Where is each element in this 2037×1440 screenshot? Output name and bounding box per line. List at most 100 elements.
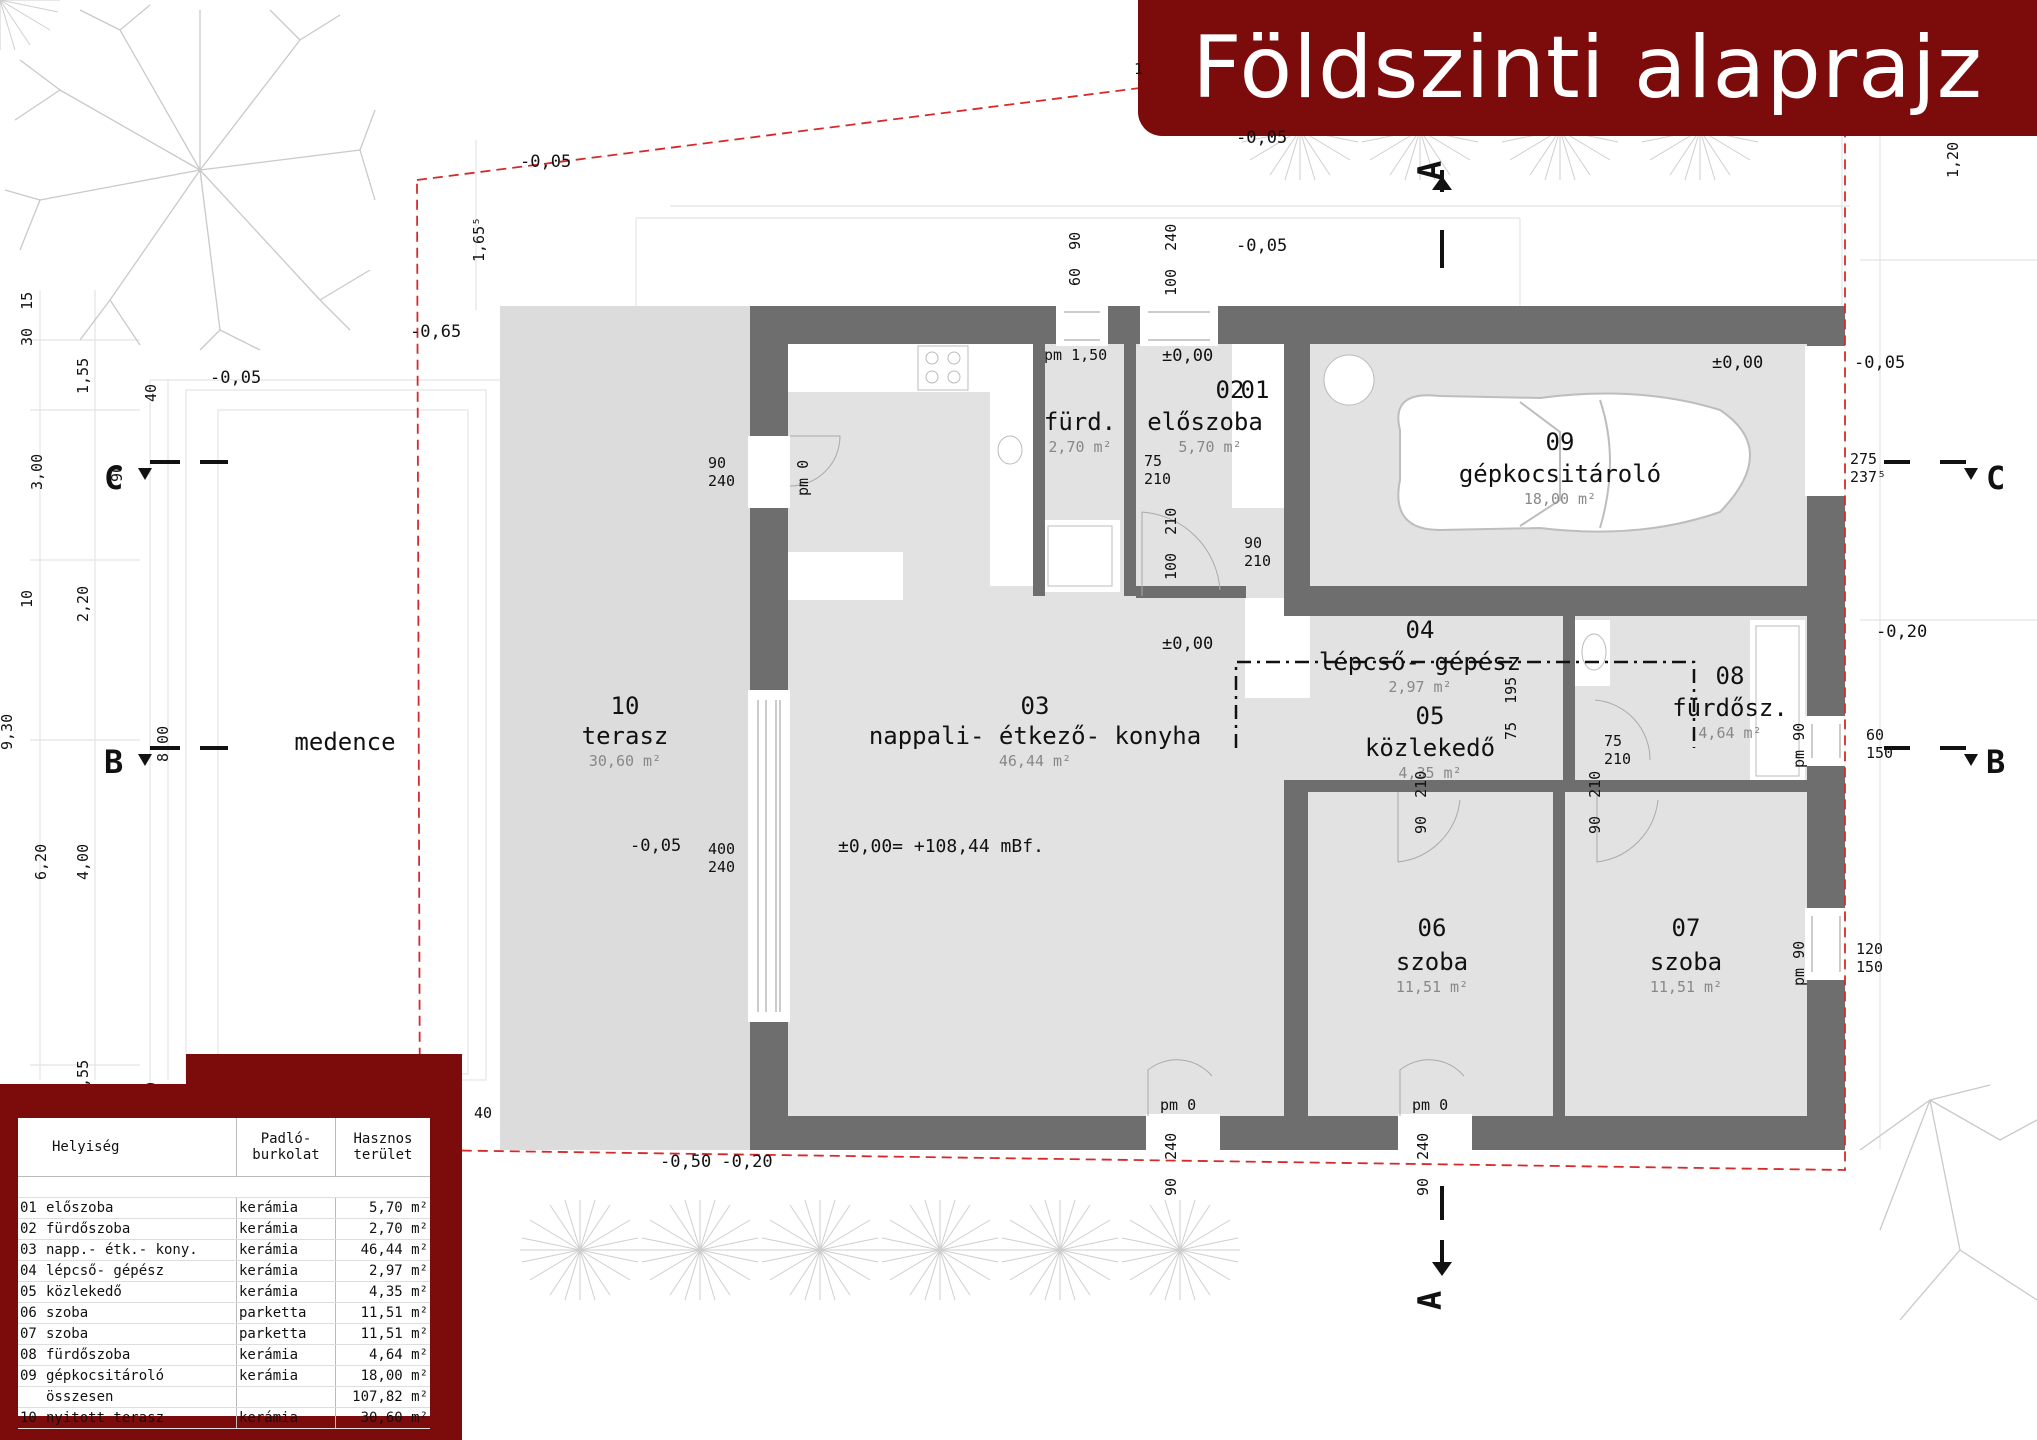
- dimension: 10: [18, 589, 36, 608]
- table-cell: előszoba: [44, 1197, 237, 1219]
- tree-illustration: [4, 4, 2037, 1321]
- level-mark: -0,65: [410, 322, 462, 342]
- table-cell: közlekedő: [44, 1281, 237, 1303]
- table-cell: összesen: [44, 1386, 237, 1408]
- appliance-sketch: [917, 345, 1800, 777]
- table-cell: 08: [18, 1344, 44, 1366]
- dimension: 1: [1134, 60, 1144, 78]
- room-06-number: 06: [1417, 914, 1447, 942]
- dimension: 1,20: [1944, 141, 1962, 178]
- section-label-b: B: [104, 743, 124, 781]
- level-mark: -0,05: [210, 368, 262, 388]
- table-cell: 46,44 m²: [335, 1239, 430, 1261]
- table-cell: kerámia: [236, 1407, 336, 1429]
- opening-dim: 60 90: [1066, 231, 1084, 286]
- level-mark: -0,05: [1236, 236, 1288, 256]
- table-cell: kerámia: [236, 1344, 336, 1366]
- room-08-number: 08: [1715, 662, 1745, 690]
- base-level-label: ±0,00= +108,44 mBf.: [838, 836, 1044, 857]
- level-mark: ±0,00: [1162, 634, 1214, 654]
- door-swings: [789, 435, 1659, 1116]
- level-mark: ±0,00: [1162, 346, 1214, 366]
- level-mark: -0,05: [520, 152, 572, 172]
- room-05-area: 4,35 m²: [1398, 764, 1462, 782]
- table-cell: kerámia: [236, 1281, 336, 1303]
- level-mark: -0,05: [630, 836, 682, 856]
- room-03-number: 03: [1020, 692, 1050, 720]
- table-cell: 06: [18, 1302, 44, 1324]
- table-cell: kerámia: [236, 1197, 336, 1219]
- title-banner: Földszinti alaprajz: [1138, 0, 2037, 136]
- dimension: 40: [474, 1104, 493, 1122]
- room-09-area: 18,00 m²: [1523, 490, 1597, 508]
- room-02-area: 2,70 m²: [1048, 438, 1112, 456]
- table-cell: kerámia: [236, 1218, 336, 1240]
- table-cell: 02: [18, 1218, 44, 1240]
- opening-dim: 90 210: [1586, 770, 1604, 834]
- parapet-label: pm 0: [794, 459, 812, 496]
- dimension: 3,00: [28, 453, 46, 490]
- table-cell: nyitott terasz: [44, 1407, 237, 1429]
- opening-dim: 100 240: [1162, 223, 1180, 296]
- room-05-name: közlekedő: [1364, 734, 1496, 762]
- room-10-name: terasz: [581, 722, 669, 750]
- table-cell: 30,60 m²: [335, 1407, 430, 1429]
- dimension: 1,55: [74, 357, 92, 394]
- table-cell: 107,82 m²: [335, 1386, 430, 1408]
- section-label-c: C: [1986, 459, 2006, 497]
- room-04-number: 04: [1405, 616, 1435, 644]
- dimension: 40: [142, 383, 160, 402]
- table-cell: 4,35 m²: [335, 1281, 430, 1303]
- col-header-room: Helyiség: [18, 1118, 237, 1177]
- parapet-label: pm 0: [1412, 1096, 1449, 1114]
- table-cell: 01: [18, 1197, 44, 1219]
- car-illustration: [1397, 392, 1751, 533]
- table-cell: kerámia: [236, 1239, 336, 1261]
- table-cell: [236, 1386, 336, 1408]
- opening-dim: 90 210: [1412, 770, 1430, 834]
- window-lines: [757, 311, 1841, 1012]
- table-cell: kerámia: [236, 1365, 336, 1387]
- table-cell: 03: [18, 1239, 44, 1261]
- table-cell: szoba: [44, 1302, 237, 1324]
- level-mark: -0,20: [1876, 622, 1928, 642]
- section-lines: [150, 170, 1966, 1270]
- room-07-area: 11,51 m²: [1649, 978, 1723, 996]
- table-cell: napp.- étk.- kony.: [44, 1239, 237, 1261]
- page-title: Földszinti alaprajz: [1192, 18, 1983, 118]
- room-09-number: 09: [1545, 428, 1575, 456]
- dimension: 1,65⁵: [470, 216, 488, 262]
- section-arrows: [138, 176, 1978, 1276]
- dimension: 6,20: [32, 843, 50, 880]
- room-10-number: 10: [610, 692, 640, 720]
- table-cell: [18, 1386, 44, 1408]
- terrace-floor: [500, 306, 750, 1150]
- section-label-b: B: [1986, 743, 2006, 781]
- table-cell: lépcső- gépész: [44, 1260, 237, 1282]
- table-row: összesen 107,82 m²: [18, 1386, 430, 1408]
- room-01-name: előszoba: [1147, 408, 1263, 436]
- kitchen-counters: [788, 344, 1805, 780]
- table-cell: 11,51 m²: [335, 1302, 430, 1324]
- table-cell: szoba: [44, 1323, 237, 1345]
- col-header-floor: Padló-burkolat: [236, 1118, 336, 1177]
- section-label-a: A: [1411, 1290, 1449, 1310]
- table-cell: 18,00 m²: [335, 1365, 430, 1387]
- table-cell: kerámia: [236, 1260, 336, 1282]
